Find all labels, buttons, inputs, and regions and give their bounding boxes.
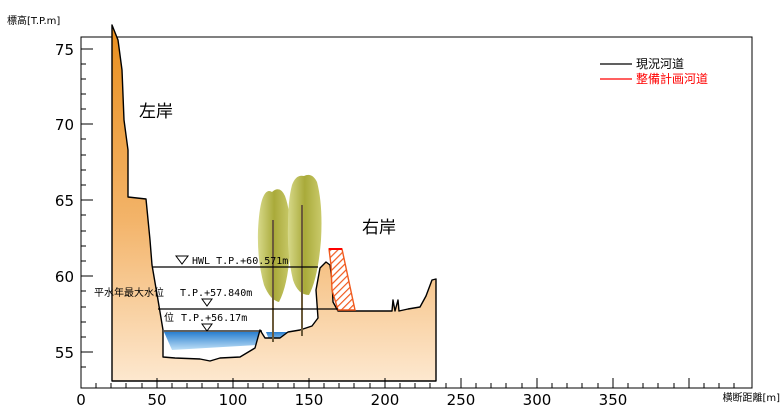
legend-planned-label: 整備計画河道: [636, 71, 708, 86]
y-tick-60: 60: [55, 268, 74, 286]
x-axis-unit-label: 横断距離[m]: [722, 391, 780, 404]
normal-level-prefix: 位: [164, 311, 174, 324]
y-axis-unit-label: 標高[T.P.m]: [7, 14, 60, 27]
legend-current-label: 現況河道: [636, 56, 684, 71]
hwl-label: HWL T.P.+60.571m: [192, 256, 288, 267]
x-axis: 0 50 100 150 200 250 300 350: [76, 378, 735, 408]
water-body: [164, 332, 260, 350]
right-bank-label: 右岸: [362, 218, 396, 238]
normal-level-value: T.P.+56.17m: [181, 313, 247, 324]
x-tick-300: 300: [523, 391, 552, 408]
y-tick-75: 75: [55, 41, 74, 59]
flood-triangle-icon: [201, 298, 213, 307]
x-tick-250: 250: [447, 391, 476, 408]
flood-level-value: T.P.+57.840m: [180, 288, 252, 299]
hwl-triangle-icon: [175, 255, 189, 265]
flood-level-prefix: 平水年最大水位: [94, 286, 164, 299]
x-tick-100: 100: [219, 391, 248, 408]
tree-canopy-right: [287, 174, 322, 295]
left-bank-label: 左岸: [139, 102, 173, 122]
x-tick-350: 350: [599, 391, 628, 408]
tree-canopy-left: [257, 189, 291, 302]
normal-triangle-icon: [201, 323, 213, 332]
y-tick-70: 70: [55, 116, 74, 134]
plot-frame: [80, 36, 753, 389]
y-axis: 55 60 65 70 75: [55, 41, 93, 368]
x-tick-200: 200: [371, 391, 400, 408]
y-tick-65: 65: [55, 192, 74, 210]
trees: [257, 174, 322, 342]
legend: 現況河道 整備計画河道: [600, 56, 708, 86]
x-tick-150: 150: [295, 391, 324, 408]
ground-section: [111, 24, 437, 382]
x-tick-50: 50: [147, 391, 166, 408]
y-tick-55: 55: [55, 344, 74, 362]
x-tick-0: 0: [76, 391, 86, 408]
